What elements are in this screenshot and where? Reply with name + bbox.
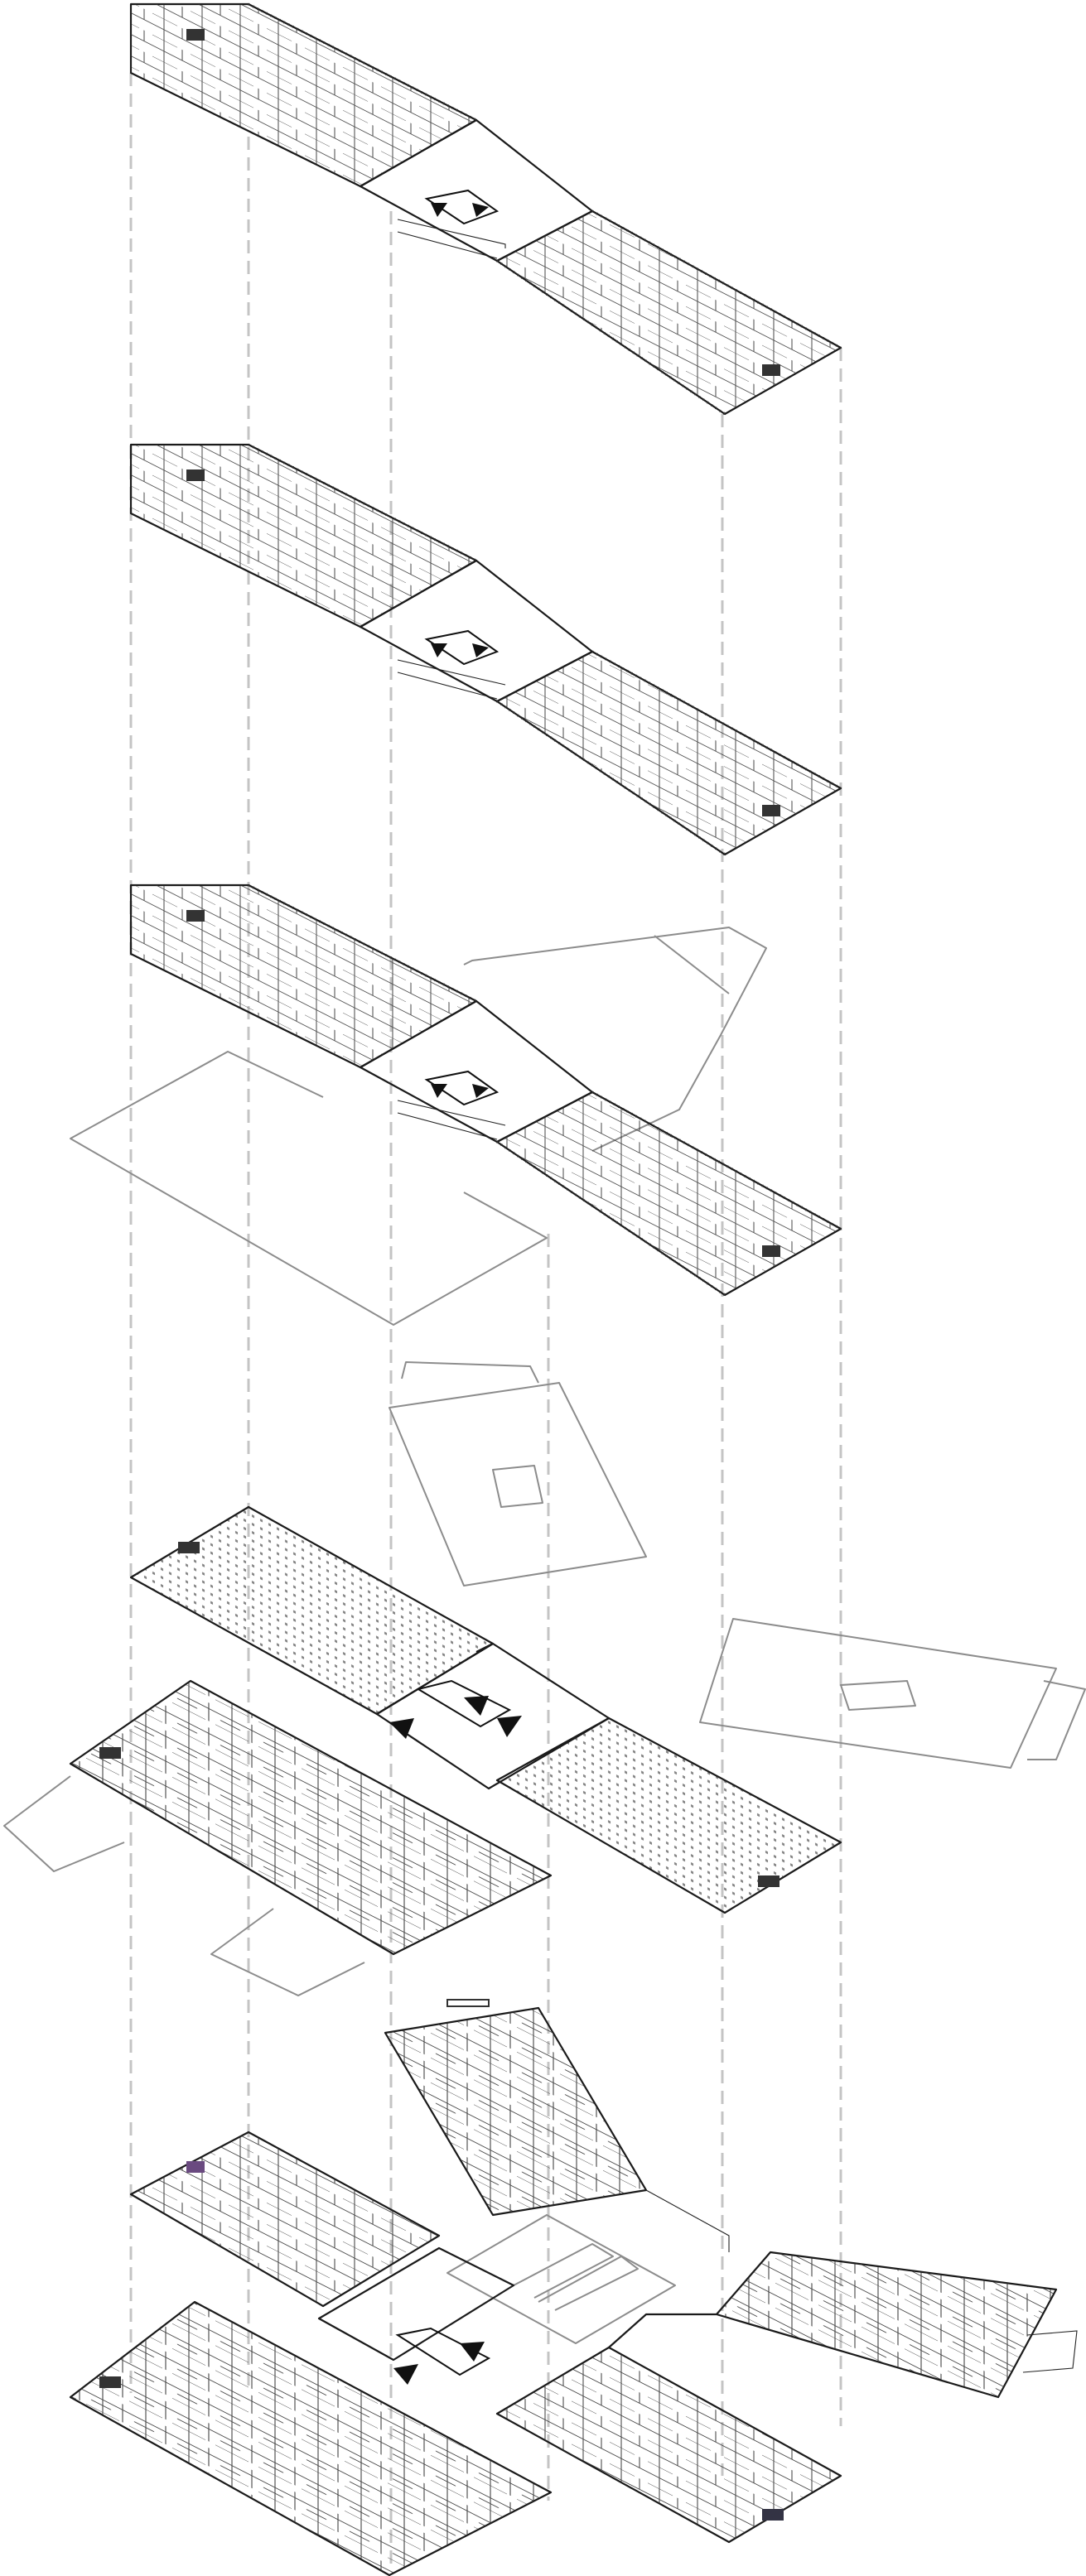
column-grid-icon xyxy=(131,1507,493,1714)
stairs-icon xyxy=(186,469,205,481)
basement-wing-purple xyxy=(129,2131,441,2308)
stairs-icon xyxy=(99,1747,121,1759)
ground-wing-main xyxy=(69,1679,553,1956)
terrace-outline-east xyxy=(463,927,767,1152)
basement-courtyard xyxy=(446,2214,676,2344)
room-partition-icon xyxy=(70,1681,551,1954)
basement-wing-north-yellow xyxy=(384,1999,648,2217)
stairs-icon xyxy=(762,1245,780,1257)
stair-core-icon xyxy=(393,2327,491,2385)
stairs-icon xyxy=(762,364,780,376)
stairs-icon xyxy=(186,29,205,41)
facade-windows xyxy=(496,1140,726,1297)
floor-plan-top-level xyxy=(129,2,842,416)
ground-wing-north xyxy=(129,1505,495,1716)
basement-wing-blue xyxy=(495,2346,842,2544)
room-partition-icon xyxy=(70,2302,551,2575)
skylight xyxy=(840,1680,916,1711)
floor-plan-basement-level xyxy=(69,1999,1078,2576)
room-partition-icon xyxy=(717,2252,1056,2397)
floor-plan-first-level xyxy=(70,884,842,1326)
room-partition-icon xyxy=(497,2347,841,2542)
room-partition-icon xyxy=(131,445,476,627)
basement-wing-red xyxy=(69,2300,553,2576)
terrace-outline-west xyxy=(70,1051,548,1326)
stair-core-icon xyxy=(397,1070,506,1140)
room-partition-icon xyxy=(497,1092,841,1295)
basement-wing-green xyxy=(715,2251,1078,2399)
stair-core-icon xyxy=(389,1679,522,1739)
floor-plan-ground-level xyxy=(3,1505,842,1996)
stairs-icon xyxy=(762,2509,784,2521)
atrium-roof xyxy=(389,1382,647,1587)
stair-core-icon xyxy=(397,189,506,259)
ground-wing-east xyxy=(495,1717,842,1914)
room-partition-icon xyxy=(131,2132,439,2306)
room-partition-icon xyxy=(131,885,476,1067)
floor-plan-upper-level xyxy=(129,443,842,856)
stairs-icon xyxy=(186,910,205,922)
stairs-icon xyxy=(186,2161,205,2173)
stairs-icon xyxy=(446,1999,490,2007)
facade-windows xyxy=(496,259,726,416)
room-partition-icon xyxy=(385,2008,646,2215)
room-partition-icon xyxy=(497,211,841,414)
skylight xyxy=(492,1465,543,1508)
stair-core-icon xyxy=(397,629,506,700)
facade-windows xyxy=(496,700,726,856)
roof-outline-level xyxy=(389,1361,1086,1769)
stairs-icon xyxy=(99,2376,121,2388)
stairs-icon xyxy=(178,1542,200,1553)
room-partition-icon xyxy=(131,4,476,186)
east-canopy xyxy=(699,1618,1057,1769)
upper-wing-east xyxy=(495,209,842,416)
stairs-icon xyxy=(762,805,780,816)
room-partition-icon xyxy=(497,652,841,855)
stairs-icon xyxy=(758,1875,780,1887)
basement-core xyxy=(317,2246,515,2385)
column-grid-icon xyxy=(497,1718,841,1913)
upper-wing-west xyxy=(129,2,478,188)
